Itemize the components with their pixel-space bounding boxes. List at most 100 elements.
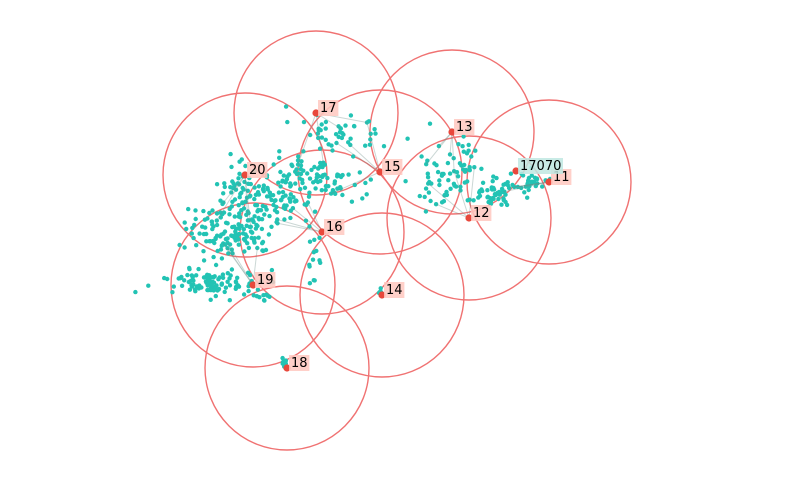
data-point [216, 277, 221, 282]
data-point [252, 185, 257, 190]
data-point [437, 178, 442, 183]
data-point [191, 235, 196, 241]
data-point [445, 160, 451, 166]
data-point [496, 196, 501, 202]
connector-line [244, 174, 252, 227]
data-point [276, 190, 282, 195]
data-point [360, 196, 365, 201]
data-point [165, 276, 170, 282]
connector-line [227, 242, 254, 286]
data-point [425, 175, 431, 180]
data-point [319, 188, 324, 193]
station-label-bg-13 [454, 119, 475, 135]
data-point [294, 167, 299, 172]
data-point [460, 144, 465, 149]
data-point [254, 203, 260, 208]
data-point [338, 186, 343, 191]
data-point [193, 216, 198, 222]
data-point [210, 226, 215, 232]
connector-line [307, 202, 323, 233]
data-point [215, 248, 220, 254]
data-point [225, 221, 230, 226]
data-point [323, 137, 328, 142]
station-label-19: 19 [257, 273, 274, 288]
connector-line [451, 131, 455, 172]
data-point [323, 126, 328, 131]
data-point [403, 179, 408, 184]
data-point [312, 209, 318, 214]
data-point [277, 149, 282, 154]
data-point [225, 236, 230, 241]
data-point [275, 221, 280, 226]
data-point [221, 210, 227, 215]
connector-lines [216, 112, 550, 286]
data-point [461, 167, 466, 172]
data-point [301, 149, 306, 154]
connector-line [349, 144, 381, 173]
data-point [192, 287, 198, 292]
data-point [316, 135, 321, 141]
data-point [222, 181, 227, 186]
data-point [283, 104, 289, 109]
data-point [319, 135, 325, 140]
data-point [351, 123, 357, 129]
data-point [243, 163, 248, 169]
data-point [529, 181, 534, 186]
data-point [281, 173, 286, 178]
data-point [236, 203, 241, 208]
connector-line [297, 112, 317, 165]
data-point [307, 239, 313, 244]
data-point [237, 182, 242, 187]
data-point [280, 355, 285, 361]
station-label-bg-20 [247, 162, 268, 178]
data-point [232, 214, 237, 219]
station-label-17070: 17070 [520, 159, 561, 174]
data-point [510, 182, 515, 188]
data-point [336, 124, 341, 129]
data-point [427, 179, 432, 185]
data-point [451, 156, 456, 161]
data-point [201, 208, 206, 214]
data-point [471, 198, 476, 203]
data-point [417, 193, 422, 199]
data-point [197, 231, 202, 236]
data-point [467, 165, 472, 170]
data-point [423, 186, 429, 191]
data-point [461, 149, 466, 154]
data-point [349, 199, 355, 204]
data-point [477, 188, 482, 194]
station-marker-20 [241, 171, 249, 179]
data-point [307, 262, 312, 267]
station-label-bg-17 [318, 100, 339, 116]
connector-line [435, 203, 470, 219]
data-point [499, 202, 504, 207]
connector-line [292, 207, 323, 233]
data-point [441, 199, 447, 204]
data-point [204, 239, 209, 244]
data-point [208, 297, 213, 302]
station-label-bg-16 [324, 219, 345, 235]
data-point [294, 171, 300, 177]
data-point [456, 142, 461, 147]
data-point [252, 236, 257, 241]
data-point [245, 188, 250, 193]
connector-line [227, 247, 254, 286]
data-point [317, 146, 323, 151]
data-point [214, 218, 219, 223]
data-point [488, 199, 494, 204]
station-marker-17070 [512, 167, 520, 175]
data-point [458, 188, 463, 193]
data-point [532, 175, 538, 180]
connector-line [509, 181, 550, 189]
data-point [305, 171, 310, 176]
data-point [425, 171, 430, 176]
data-point [485, 188, 490, 193]
connector-line [252, 247, 258, 286]
data-point [263, 204, 268, 210]
data-point [286, 172, 292, 177]
data-point [230, 251, 235, 256]
data-point [246, 288, 251, 294]
data-point [308, 132, 313, 138]
data-point [171, 284, 176, 289]
data-point [261, 248, 266, 253]
